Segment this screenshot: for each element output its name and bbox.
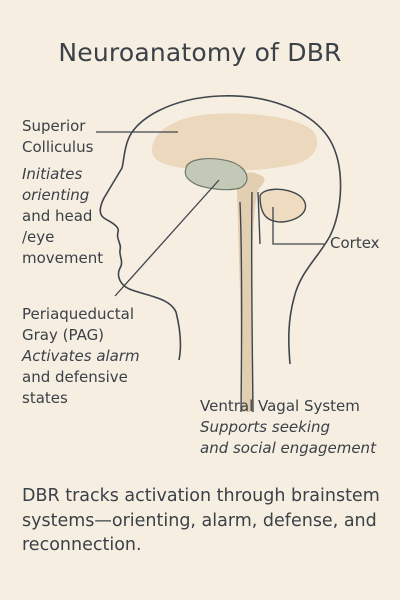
- page-title: Neuroanatomy of DBR: [58, 38, 342, 67]
- superior-colliculus-desc-italic-1: Initiates: [22, 165, 83, 183]
- leader-pag: [114, 179, 220, 297]
- label-ventral-vagal: Ventral Vagal System Supports seeking an…: [200, 396, 376, 459]
- superior-colliculus-desc-italic-2: orienting: [22, 186, 90, 204]
- ventral-vagal-desc-italic-1: Supports seeking: [200, 418, 331, 436]
- head-outline: [99, 95, 342, 365]
- pag-desc-2: states: [22, 389, 68, 407]
- spinal-cord-right: [250, 191, 254, 413]
- pag-desc-1: and defensive: [22, 368, 128, 386]
- label-pag: Periaqueductal Gray (PAG) Activates alar…: [22, 304, 140, 409]
- brainstem-region: [236, 172, 265, 412]
- pag-name-2: Gray (PAG): [22, 326, 105, 344]
- brainstem-divider: [257, 191, 261, 245]
- cerebellum-region: [259, 188, 307, 223]
- superior-colliculus-name-1: Superior: [22, 117, 86, 135]
- superior-colliculus-name-2: Colliculus: [22, 138, 94, 156]
- superior-colliculus-desc-1: and head: [22, 207, 93, 225]
- superior-colliculus-desc-3: movement: [22, 249, 104, 267]
- superior-colliculus-desc-2: /eye: [22, 228, 55, 246]
- ventral-vagal-name: Ventral Vagal System: [200, 397, 360, 415]
- spinal-cord-left: [239, 201, 243, 413]
- leader-cortex: [272, 207, 324, 245]
- label-cortex: Cortex: [330, 234, 380, 252]
- caption: DBR tracks activation through brainstem …: [22, 486, 380, 555]
- ventral-vagal-desc-italic-2: and social engagement: [200, 439, 376, 457]
- label-superior-colliculus: Superior Colliculus Initiates orienting …: [22, 116, 103, 269]
- pag-region: [184, 158, 248, 191]
- cortex-region: [152, 113, 318, 171]
- pag-desc-italic: Activates alarm: [22, 347, 140, 365]
- pag-name-1: Periaqueductal: [22, 305, 135, 323]
